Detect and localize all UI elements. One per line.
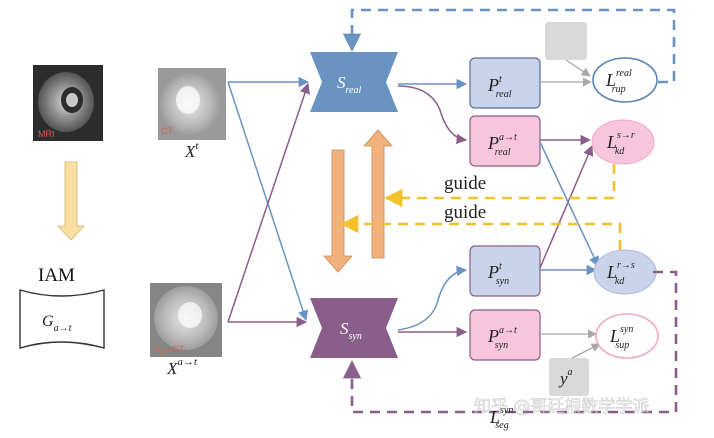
p-syn-to-l-kd-s2r-arrow	[539, 145, 594, 269]
ct-to-s-syn-arrow	[227, 81, 309, 321]
s-real-encoder	[310, 52, 398, 112]
real-label-placeholder-box	[545, 22, 587, 60]
synct-to-s-real-arrow	[227, 83, 310, 323]
iam-generator-shape	[19, 289, 105, 349]
ct-variable: Xt	[184, 140, 199, 161]
guide-arrow-top	[384, 164, 616, 208]
mri-tag: MRI	[38, 129, 55, 139]
watermark-text: 知乎 @哥廷根数学学派	[474, 397, 649, 417]
guide-label-top: guide	[444, 173, 486, 194]
real-to-syn-orange-arrow	[323, 149, 353, 273]
s-real-to-p-real-a2t-arrow	[397, 85, 468, 145]
ct-image: CT	[158, 68, 226, 140]
guide-arrow-bottom	[340, 214, 622, 250]
syn-ct-tag: Syn-CT	[154, 344, 185, 354]
s-syn-encoder	[310, 298, 398, 358]
iam-generator-label: Ga→t	[42, 313, 72, 334]
guide-label-bottom: guide	[444, 202, 486, 223]
s-syn-to-p-syn-arrow	[397, 265, 468, 331]
y-label-box: ya	[549, 358, 589, 396]
l-seg-feedback-loop	[342, 270, 678, 414]
syn-ct-image: Syn-CT	[150, 283, 222, 357]
syn-ct-variable: Xa→t	[166, 356, 198, 378]
y-to-l-sup-arrow	[571, 343, 601, 359]
iam-title: IAM	[38, 265, 75, 286]
s-real-label: Sreal	[337, 73, 361, 96]
gray-box-to-l-rup-arrow	[565, 59, 591, 77]
mri-to-iam-arrow	[57, 161, 85, 241]
y-label-text: ya	[558, 367, 573, 388]
l-rup-feedback-loop	[342, 8, 676, 84]
mri-image: MRI	[33, 65, 103, 141]
syn-to-real-orange-arrow	[363, 129, 393, 259]
p-real-a2t-to-l-kd-r2s-arrow	[539, 141, 599, 267]
s-syn-label: Ssyn	[340, 319, 362, 342]
ct-tag: CT	[161, 126, 173, 136]
